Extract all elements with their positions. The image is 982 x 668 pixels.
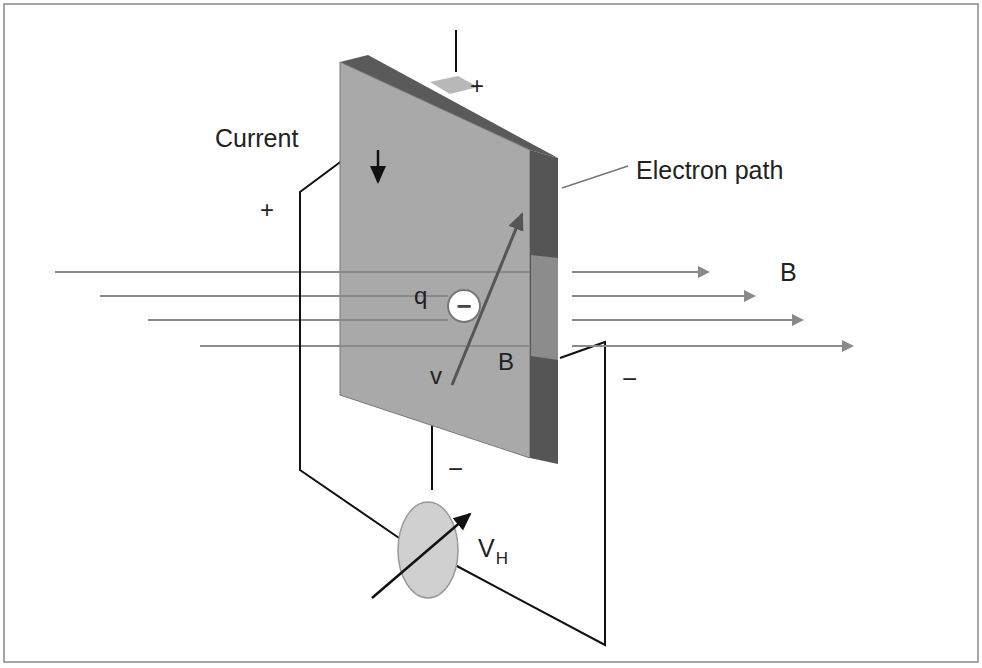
polarity-sign: + — [260, 198, 274, 222]
electron-charge: − — [447, 289, 481, 323]
current-arrow — [377, 150, 380, 182]
velocity-arrow — [452, 214, 522, 385]
frame — [4, 4, 978, 662]
wires — [300, 30, 605, 645]
charge-sign: − — [456, 293, 471, 319]
voltage-label: V — [478, 536, 495, 561]
slab-front — [340, 62, 530, 458]
callout-label: Electron path — [636, 158, 783, 183]
voltage-subscript: H — [496, 550, 508, 567]
field-label: B — [780, 260, 797, 285]
polarity-sign: − — [622, 366, 637, 392]
meter-needle — [372, 514, 470, 598]
current-label: Current — [215, 126, 298, 151]
side-contact — [531, 255, 558, 360]
polarity-sign: − — [448, 456, 463, 482]
polarity-sign: + — [470, 74, 484, 98]
velocity-label: v — [430, 364, 442, 388]
field-label: B — [498, 350, 514, 374]
field-lines-in — [55, 272, 340, 346]
charge-label: q — [414, 284, 427, 308]
field-lines-out — [572, 272, 852, 346]
leader-line — [562, 166, 628, 188]
slab-side — [530, 150, 558, 464]
field-lines-face — [340, 272, 530, 346]
